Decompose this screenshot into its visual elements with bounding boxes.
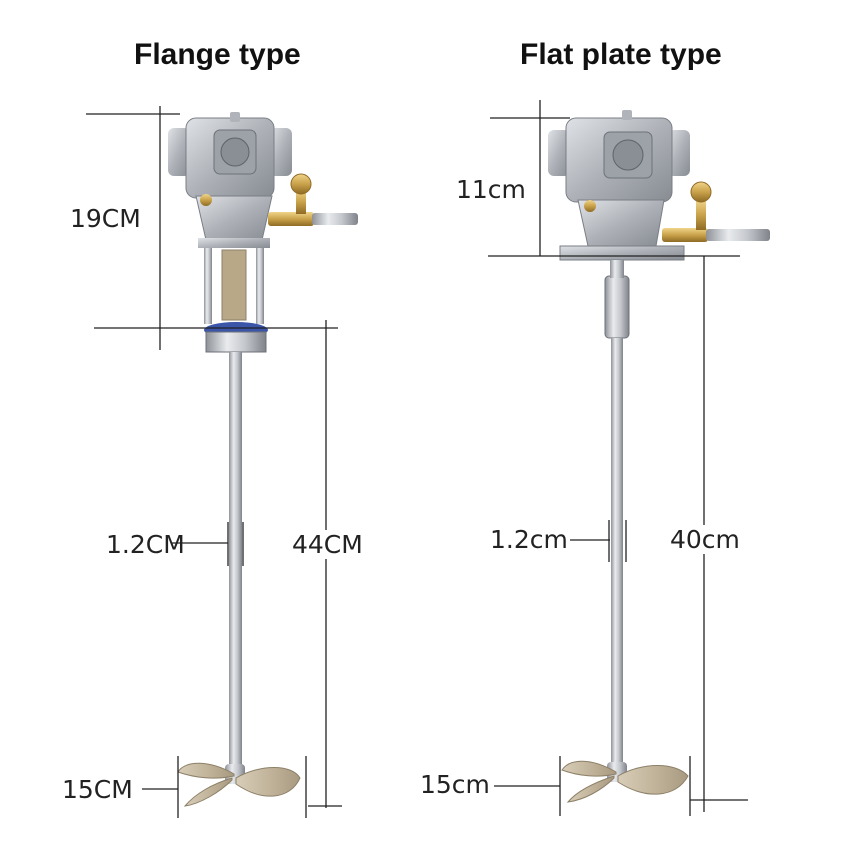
plate-cover-disc <box>612 139 644 171</box>
flange-brass-screw <box>200 194 212 206</box>
flange-head-height-label: 19CM <box>70 204 141 233</box>
flange-side-cap-left <box>168 128 190 176</box>
plate-shaft-diameter-label: 1.2cm <box>490 525 568 554</box>
plate-head-height-label: 11cm <box>456 175 526 204</box>
flange-propeller-diameter-label: 15CM <box>62 775 133 804</box>
plate-propeller-blade-bottom <box>566 775 615 803</box>
plate-shaft <box>611 338 623 770</box>
flange-shaft <box>229 352 242 772</box>
plate-valve-body <box>662 228 708 242</box>
plate-coupling-sleeve <box>604 275 630 339</box>
plate-valve-stem <box>696 200 706 230</box>
flat-plate-type-mixer <box>548 110 770 803</box>
plate-shaft-length-label: 40cm <box>668 525 742 554</box>
flange-valve-body <box>268 212 314 226</box>
plate-shaft-top <box>610 260 624 278</box>
flange-side-cap-right <box>270 128 292 176</box>
plate-side-cap-right <box>668 130 690 176</box>
dimension-lines <box>86 100 748 818</box>
flange-top-plug <box>230 112 240 122</box>
flange-shaft-length-label: 44CM <box>290 530 365 559</box>
flange-cage-post-left <box>204 248 212 324</box>
flat-plate-type-title: Flat plate type <box>520 38 722 71</box>
plate-propeller-blade-left <box>561 760 617 777</box>
plate-propeller-blade-right <box>617 765 689 795</box>
flange-cover-disc <box>220 137 250 167</box>
plate-side-cap-left <box>548 130 570 176</box>
flange-type-title: Flange type <box>134 38 301 71</box>
flange-air-connector <box>312 213 358 225</box>
flange-valve-knob <box>290 173 312 195</box>
flange-propeller-blade-left <box>177 762 235 779</box>
flange-propeller-blade-bottom <box>183 777 233 807</box>
plate-mounting-plate <box>559 245 685 261</box>
flange-propeller-blade-right <box>235 767 301 797</box>
plate-air-connector <box>706 229 770 241</box>
flange-cage-top <box>198 238 270 248</box>
flange-cage-post-right <box>256 248 264 324</box>
plate-brass-screw <box>584 200 596 212</box>
plate-valve-knob <box>690 181 712 203</box>
plate-top-plug <box>622 110 632 120</box>
flange-shaft-diameter-label: 1.2CM <box>106 530 185 559</box>
plate-propeller-diameter-label: 15cm <box>420 770 490 799</box>
flange-thread <box>205 331 267 353</box>
flange-type-mixer <box>168 112 358 807</box>
flange-coupling <box>221 249 247 321</box>
flange-valve-stem <box>296 190 306 214</box>
